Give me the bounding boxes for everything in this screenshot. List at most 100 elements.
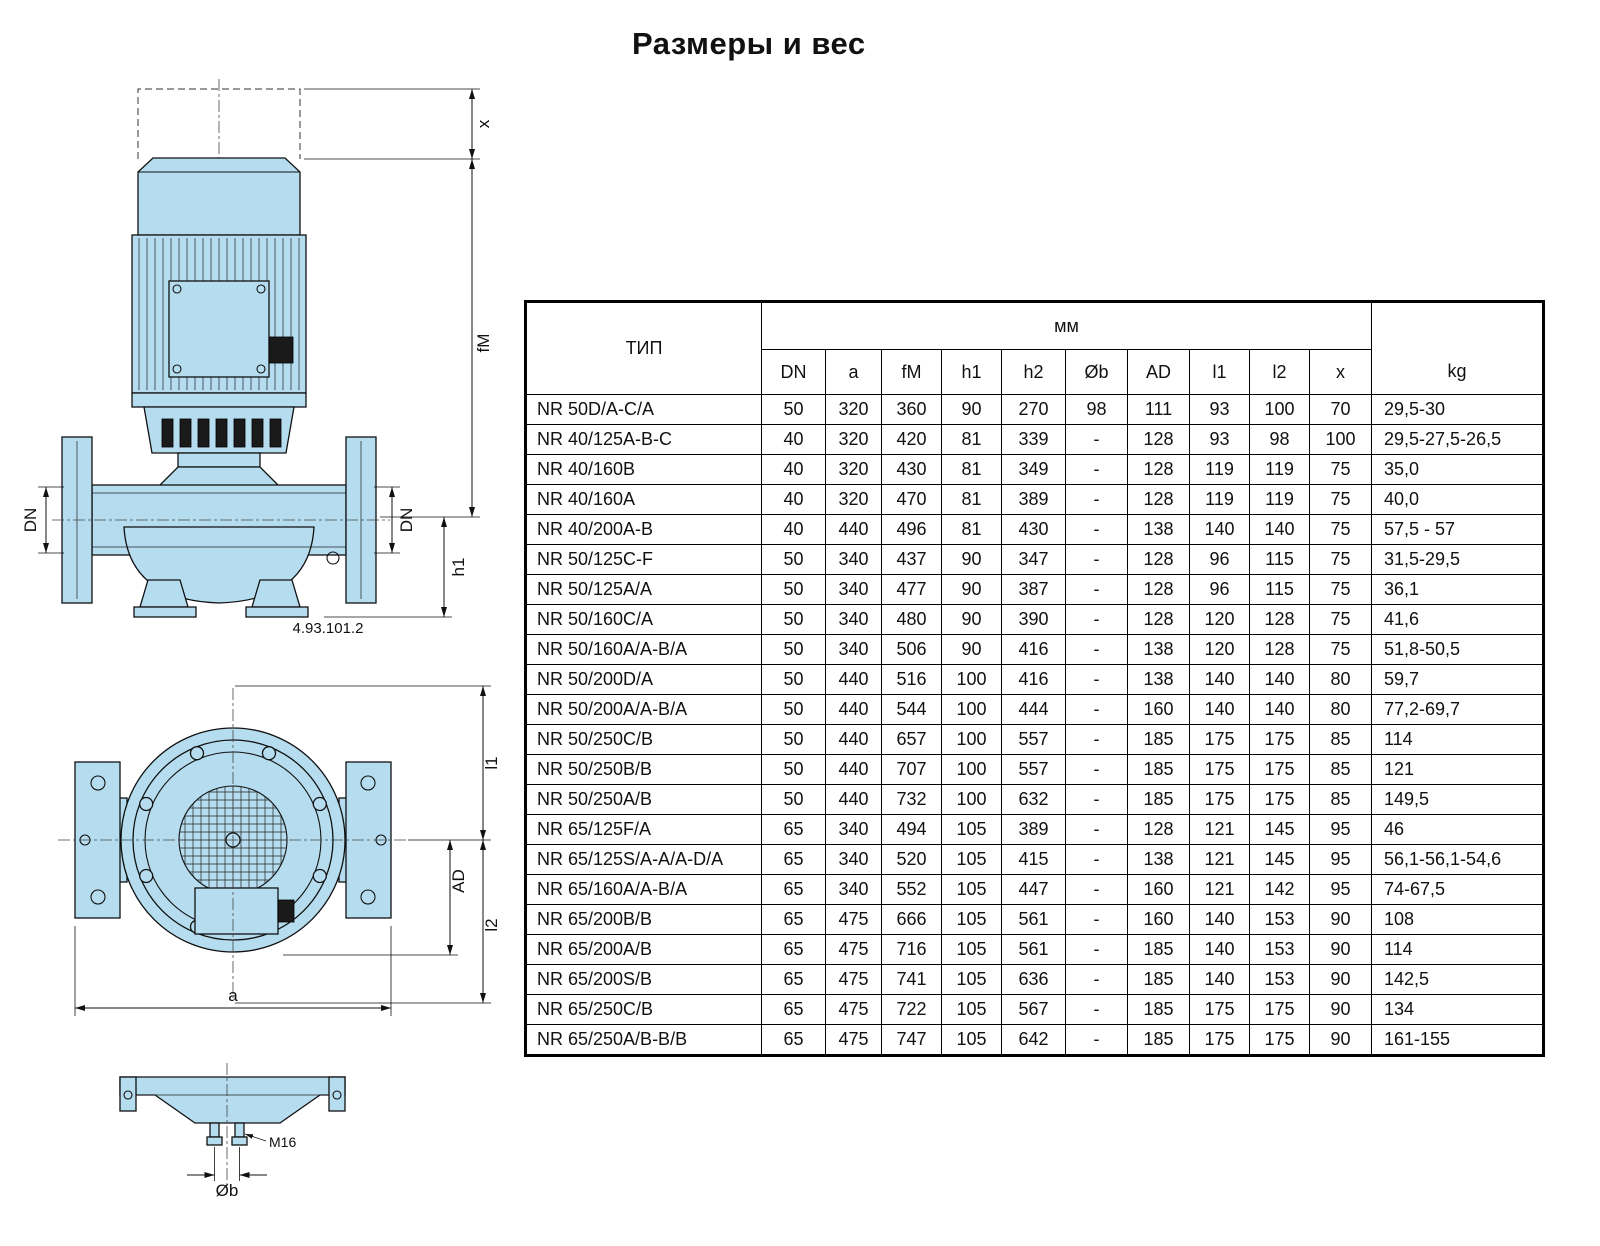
cell-type: NR 50/160C/A (525, 604, 762, 635)
cell-kg: 134 (1371, 994, 1544, 1025)
cell-value: 340 (825, 814, 882, 845)
cell-value: 390 (1001, 604, 1066, 635)
cell-value: 105 (941, 904, 1002, 935)
cell-value: - (1065, 454, 1128, 485)
cell-type: NR 65/125F/A (525, 814, 762, 845)
cell-value: 741 (881, 964, 942, 995)
cell-value: 65 (761, 1024, 826, 1056)
cell-value: 50 (761, 754, 826, 785)
terminal-box (194, 887, 279, 935)
cell-value: 80 (1309, 694, 1372, 725)
cell-value: - (1065, 934, 1128, 965)
cell-value: - (1065, 484, 1128, 515)
cell-value: 75 (1309, 604, 1372, 635)
cell-kg: 59,7 (1371, 664, 1544, 695)
header-h1: h1 (941, 349, 1002, 395)
cell-value: 105 (941, 994, 1002, 1025)
dim-ad-label: AD (449, 869, 468, 893)
cell-value: 128 (1127, 454, 1190, 485)
cell-value: 90 (1309, 1024, 1372, 1056)
cell-type: NR 65/200A/B (525, 934, 762, 965)
cell-value: - (1065, 424, 1128, 455)
cell-value: 93 (1189, 424, 1250, 455)
pump-side-view: x fM h1 DN DN 4.93.101.2 (21, 79, 493, 637)
dim-dn-right-label: DN (397, 508, 416, 533)
cell-value: 320 (825, 424, 882, 455)
cell-value: 100 (941, 694, 1002, 725)
cell-value: 145 (1249, 844, 1310, 875)
cell-value: 440 (825, 514, 882, 545)
motor-removal-outline (137, 79, 301, 163)
cell-type: NR 50/125A/A (525, 574, 762, 605)
header-a: a (825, 349, 882, 395)
cell-value: 175 (1189, 754, 1250, 785)
cell-value: 128 (1127, 484, 1190, 515)
cell-value: 128 (1127, 604, 1190, 635)
stud-left (209, 1122, 220, 1138)
cell-kg: 77,2-69,7 (1371, 694, 1544, 725)
header-l2: l2 (1249, 349, 1310, 395)
cell-value: 111 (1127, 394, 1190, 425)
cell-value: 557 (1001, 754, 1066, 785)
cell-value: 340 (825, 634, 882, 665)
cell-value: 347 (1001, 544, 1066, 575)
cell-value: 636 (1001, 964, 1066, 995)
cell-value: 121 (1189, 874, 1250, 905)
cell-value: 90 (1309, 994, 1372, 1025)
cell-value: - (1065, 844, 1128, 875)
cell-value: 105 (941, 844, 1002, 875)
cell-value: 716 (881, 934, 942, 965)
cell-value: 567 (1001, 994, 1066, 1025)
cell-type: NR 40/160B (525, 454, 762, 485)
cell-value: 96 (1189, 544, 1250, 575)
cell-value: 552 (881, 874, 942, 905)
cell-value: 142 (1249, 874, 1310, 905)
cell-value: 145 (1249, 814, 1310, 845)
cell-type: NR 50/160A/A-B/A (525, 634, 762, 665)
cell-value: 175 (1189, 1024, 1250, 1056)
cell-value: - (1065, 994, 1128, 1025)
stud-right (234, 1122, 245, 1138)
cell-value: 115 (1249, 544, 1310, 575)
cell-value: 81 (941, 484, 1002, 515)
header-ob: Øb (1065, 349, 1128, 395)
cell-kg: 29,5-27,5-26,5 (1371, 424, 1544, 455)
cell-value: 175 (1189, 724, 1250, 755)
cell-value: 50 (761, 544, 826, 575)
cell-value: 416 (1001, 664, 1066, 695)
dim-fm-label: fM (474, 334, 493, 353)
cell-value: 140 (1189, 694, 1250, 725)
cell-value: 81 (941, 424, 1002, 455)
page-title: Размеры и вес (632, 26, 866, 61)
cell-value: 175 (1249, 1024, 1310, 1056)
cell-value: 153 (1249, 964, 1310, 995)
cell-value: 81 (941, 454, 1002, 485)
cell-value: 185 (1127, 754, 1190, 785)
cell-value: 85 (1309, 784, 1372, 815)
cell-value: 100 (1249, 394, 1310, 425)
cell-value: 140 (1249, 694, 1310, 725)
cell-type: NR 65/200S/B (525, 964, 762, 995)
cell-value: 85 (1309, 754, 1372, 785)
cell-value: 128 (1127, 814, 1190, 845)
cell-value: 140 (1189, 964, 1250, 995)
cell-value: 90 (941, 574, 1002, 605)
cell-value: 747 (881, 1024, 942, 1056)
cell-value: 50 (761, 694, 826, 725)
cell-kg: 31,5-29,5 (1371, 544, 1544, 575)
cell-value: - (1065, 1024, 1128, 1056)
cell-value: 416 (1001, 634, 1066, 665)
cell-value: 430 (1001, 514, 1066, 545)
cell-kg: 40,0 (1371, 484, 1544, 515)
cell-kg: 161-155 (1371, 1024, 1544, 1056)
header-fm: fM (881, 349, 942, 395)
